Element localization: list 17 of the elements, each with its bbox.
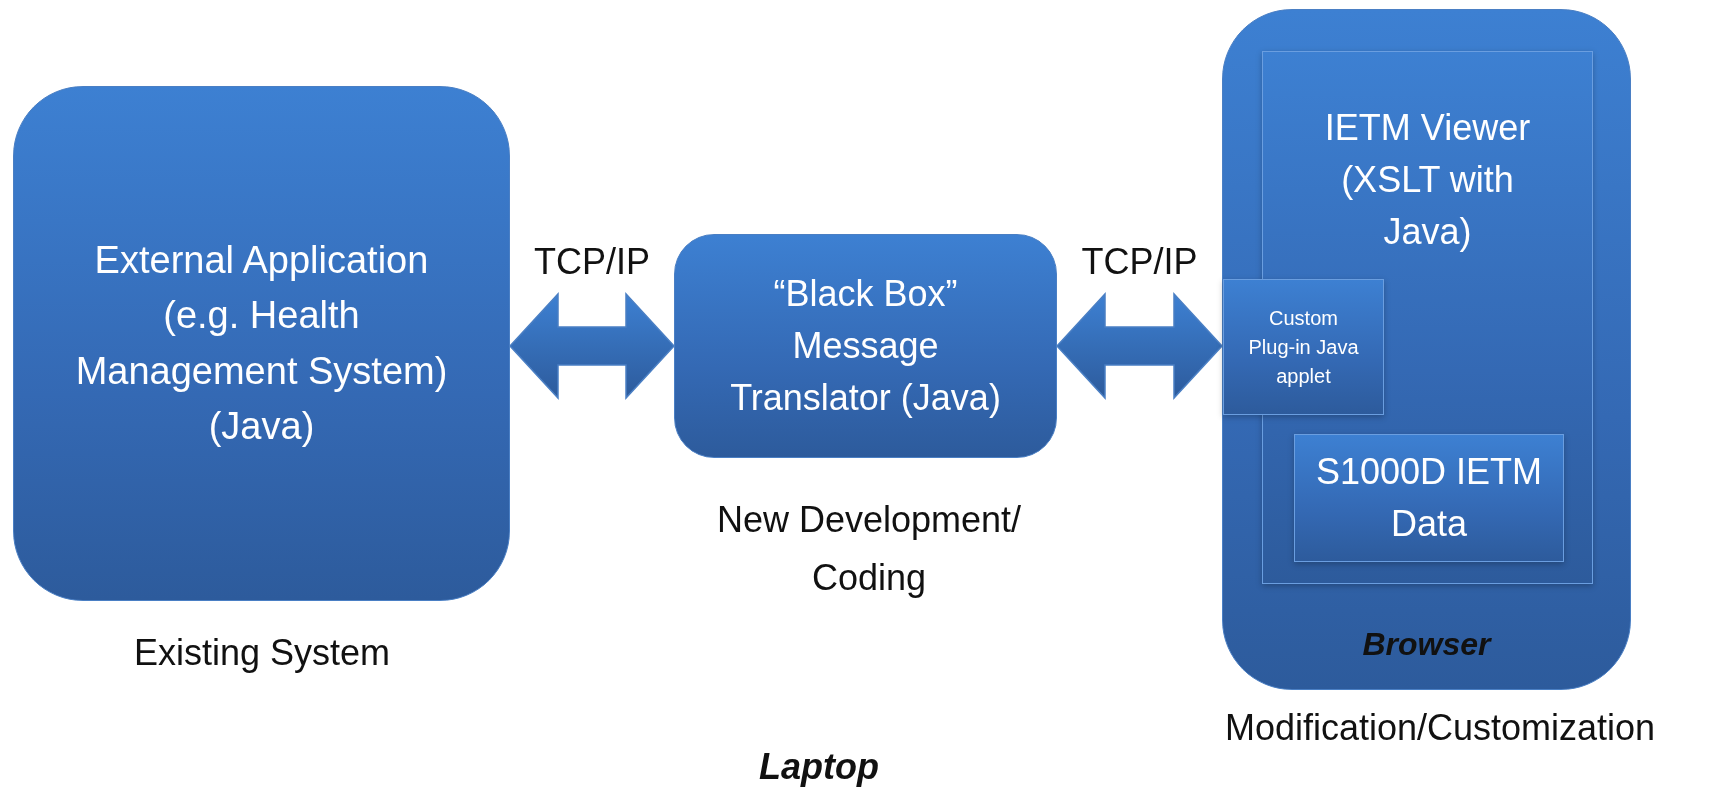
node-label: Modification/Customization — [1223, 706, 1657, 751]
data-box — [1294, 434, 1564, 562]
rounded-box — [13, 86, 510, 601]
footer-label: Laptop — [759, 746, 879, 788]
node-text: IETM Viewer (XSLT with Java) — [1323, 106, 1532, 255]
node-text: Custom Plug-in Java applet — [1247, 305, 1360, 389]
rounded-box — [674, 234, 1057, 458]
node-text: “Black Box” Message Translator (Java) — [729, 271, 1002, 421]
node-text: S1000D IETM Data — [1314, 449, 1544, 546]
node-label: New Development/ Coding — [715, 498, 1023, 600]
double-arrow — [1055, 292, 1224, 400]
node-text: External Application (e.g. Health Management System) (Java) — [74, 238, 449, 449]
node-text: Browser — [1362, 624, 1491, 664]
browser-panel — [1222, 9, 1631, 690]
plugin-box — [1223, 279, 1384, 415]
node-label: Existing System — [132, 631, 392, 676]
double-arrow — [508, 292, 676, 400]
